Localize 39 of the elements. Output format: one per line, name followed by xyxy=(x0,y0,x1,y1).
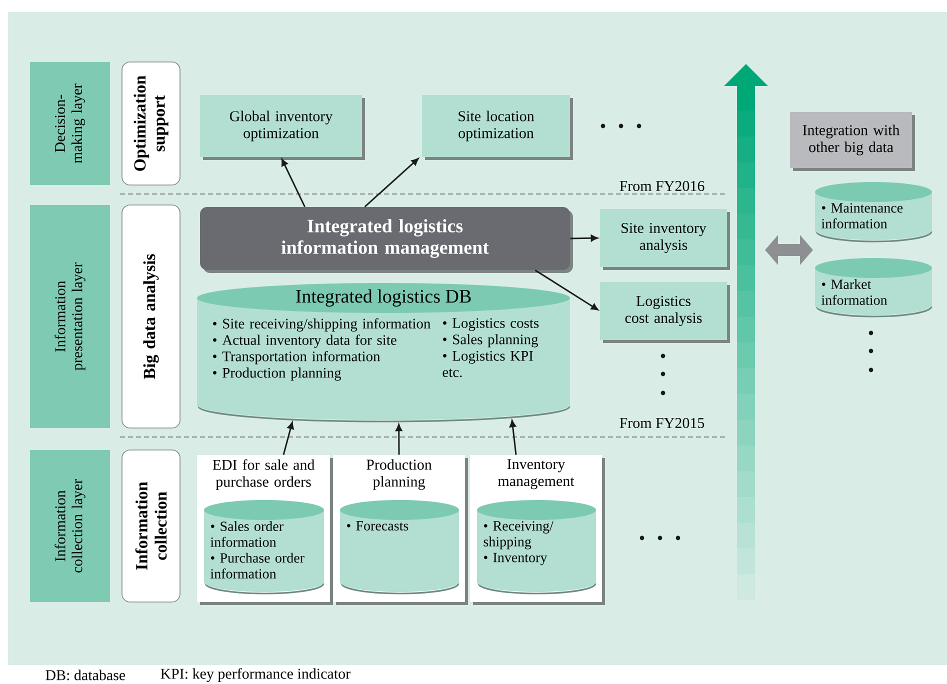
category-tab: Big data analysis xyxy=(122,204,180,428)
node-label: • Site receiving/shipping information xyxy=(213,318,431,332)
integration-box: Integration with other big data xyxy=(790,112,915,171)
node-label: • Logistics KPI xyxy=(443,350,533,364)
arrow xyxy=(364,158,419,208)
arrow xyxy=(509,420,517,455)
process-box: Global inventory optimization xyxy=(200,95,365,160)
layer-band: Information presentation layer xyxy=(30,205,110,428)
layer-band: Decision-making layer xyxy=(30,62,110,185)
process-box: Site location optimization xyxy=(422,95,573,160)
arrow xyxy=(534,270,598,310)
database-cylinder: Integrated logistics DB • Site receiving/shipping information • Actual inventory data for site • Transportation information • Production planning • Logistics costs • Sales planning • Logistics KPI etc. xyxy=(197,283,570,422)
layer-band: Information collection layer xyxy=(30,450,110,602)
bullet-list: • Site receiving/shipping information • Actual inventory data for site • Transportation information • Production planning xyxy=(213,318,430,381)
footnote: DB: database xyxy=(46,670,126,680)
footnote: KPI: key performance indicator xyxy=(160,668,350,682)
database-cylinder: • Receiving/ shipping • Inventory xyxy=(477,500,596,594)
database-cylinder: • Maintenance information xyxy=(815,182,932,242)
arrow xyxy=(281,158,306,208)
database-cylinder: • Market information xyxy=(815,258,932,318)
node-label: • Logistics costs xyxy=(443,318,539,331)
process-box: Site inventory analysis xyxy=(600,209,730,270)
arrow xyxy=(282,422,294,455)
period-label: From FY2016 xyxy=(620,180,704,192)
node-label: • Transportation information xyxy=(213,350,380,364)
arrow xyxy=(570,234,598,242)
node-label: • Actual inventory data for site xyxy=(213,334,396,348)
arrow xyxy=(396,424,402,455)
category-tab: Information collection xyxy=(122,450,180,602)
database-cylinder: • Sales order information • Purchase order information xyxy=(204,500,324,594)
node-label: etc. xyxy=(442,368,462,378)
node-label: • Production planning xyxy=(213,367,342,381)
management-box: Integrated logistics information management xyxy=(200,207,573,273)
period-label: From FY2015 xyxy=(620,418,704,428)
process-box: Logistics cost analysis xyxy=(600,282,730,343)
database-cylinder: • Forecasts xyxy=(340,500,460,594)
node-label: • Sales planning xyxy=(443,334,538,348)
category-tab: Optimization support xyxy=(122,62,180,186)
bullet-list: • Logistics costs • Sales planning • Logistics KPI etc. xyxy=(442,318,539,378)
